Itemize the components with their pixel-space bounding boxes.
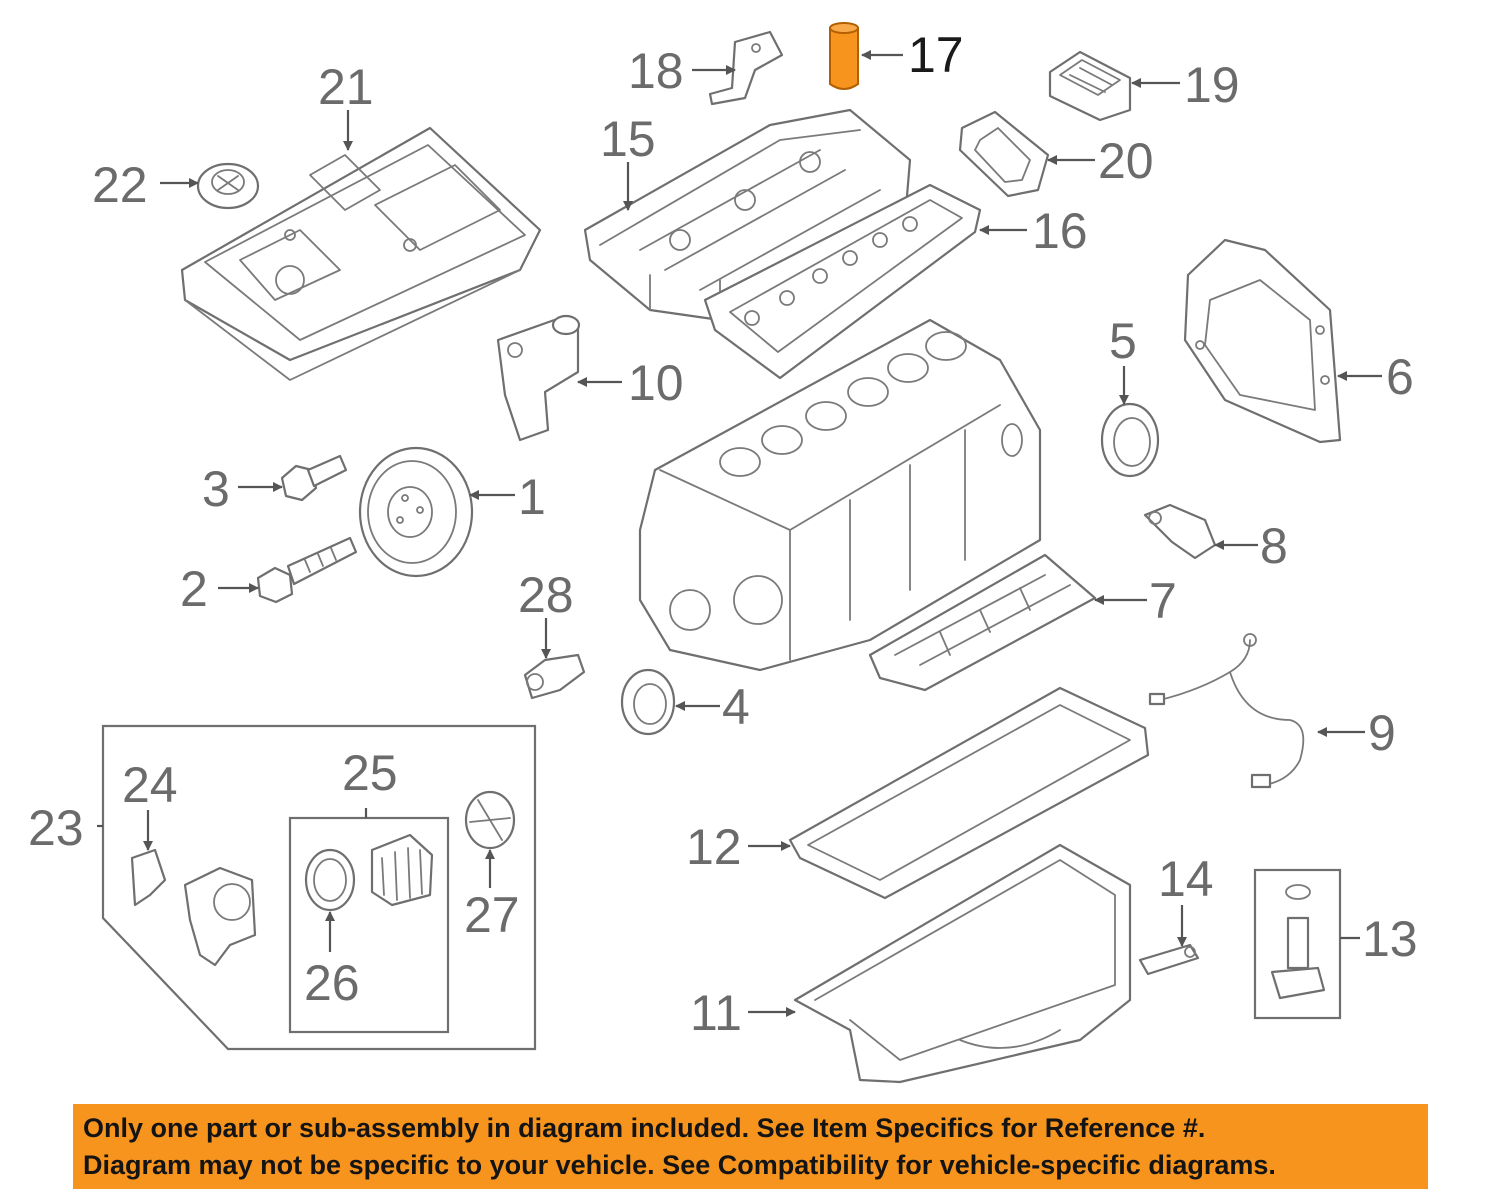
gasket-part-20 <box>958 110 1050 198</box>
callout-12: 12 <box>686 819 742 875</box>
seal-part-5 <box>1100 402 1160 478</box>
callout-23: 23 <box>28 800 84 856</box>
callout-4: 4 <box>722 679 750 735</box>
bolt-part-2 <box>256 536 358 604</box>
bracket-part-18 <box>708 30 784 106</box>
callout-22: 22 <box>92 157 148 213</box>
bolt-part-3 <box>280 454 348 502</box>
callout-16: 16 <box>1032 203 1088 259</box>
baffle-part-7 <box>868 553 1097 692</box>
callout-5: 5 <box>1109 313 1137 369</box>
engine-block <box>638 318 1042 672</box>
callout-15: 15 <box>600 111 656 167</box>
valve-cover-gasket-part-16 <box>703 183 982 380</box>
callout-labels: 1 2 3 4 5 6 7 8 9 10 11 12 13 14 15 16 1… <box>28 27 1418 1041</box>
callout-21: 21 <box>318 59 374 115</box>
callout-7: 7 <box>1149 573 1177 629</box>
seal-part-4 <box>620 668 676 736</box>
callout-13: 13 <box>1362 911 1418 967</box>
callout-2: 2 <box>180 561 208 617</box>
pulley-part-1 <box>358 446 474 578</box>
callout-19: 19 <box>1184 57 1240 113</box>
callout-26: 26 <box>304 955 360 1011</box>
callout-8: 8 <box>1260 518 1288 574</box>
callout-20: 20 <box>1098 133 1154 189</box>
sensor-part-10 <box>496 314 581 442</box>
callout-24: 24 <box>122 757 178 813</box>
bolt-part-14 <box>1138 943 1200 976</box>
sensor-part-28 <box>523 653 586 700</box>
engine-cover-part-21 <box>180 126 542 381</box>
callout-3: 3 <box>202 461 230 517</box>
callout-25: 25 <box>342 745 398 801</box>
oil-dipstick-tube-part-17 <box>829 22 859 90</box>
cover-plate-part-19 <box>1048 50 1132 122</box>
disclaimer-banner: Only one part or sub-assembly in diagram… <box>73 1104 1428 1189</box>
oil-pan-part-11 <box>793 843 1132 1084</box>
sensor-part-8 <box>1143 503 1217 560</box>
callout-10: 10 <box>628 355 684 411</box>
oxygen-sensor-part-9 <box>1148 633 1305 789</box>
callout-6: 6 <box>1386 349 1414 405</box>
callout-17: 17 <box>908 27 964 83</box>
callout-9: 9 <box>1368 705 1396 761</box>
oil-pan-gasket-part-12 <box>788 686 1150 900</box>
oil-cap-part-22 <box>196 162 260 210</box>
oil-filter-housing-assembly-part-23 <box>101 724 537 1051</box>
callout-18: 18 <box>628 43 684 99</box>
oil-level-sensor-part-13 <box>1253 868 1342 1020</box>
disclaimer-line-1: Only one part or sub-assembly in diagram… <box>83 1113 1206 1143</box>
callout-27: 27 <box>464 887 520 943</box>
callout-14: 14 <box>1158 851 1214 907</box>
callout-11: 11 <box>690 985 742 1041</box>
disclaimer-line-2: Diagram may not be specific to your vehi… <box>83 1150 1276 1180</box>
callout-1: 1 <box>518 469 546 525</box>
leader-lines <box>97 50 1382 1017</box>
callout-28: 28 <box>518 567 574 623</box>
cover-plate-part-6 <box>1183 238 1342 444</box>
